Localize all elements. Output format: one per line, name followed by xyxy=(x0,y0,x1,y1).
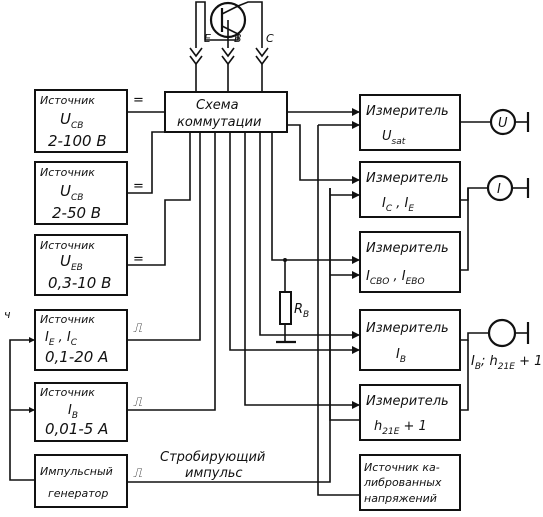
source-block-ueb: Источник UEB 0,3-10 B xyxy=(34,234,128,296)
margin-mark: ч xyxy=(4,308,11,321)
source-5-range: 0,01-5 A xyxy=(45,420,108,438)
meter-3-quantity: ICBO , IEBO xyxy=(366,269,425,287)
ammeter-icon xyxy=(460,174,530,271)
source-1-symbol: UCB xyxy=(60,110,83,131)
switch-block-line2: коммутации xyxy=(177,115,261,130)
source-4-title: Источник xyxy=(40,313,95,326)
source-block-ib: Источник IB 0,01-5 A xyxy=(34,382,128,442)
source-5-symbol: IB xyxy=(68,403,78,421)
meter-block-usat: Измеритель Usat xyxy=(359,94,461,151)
transistor-symbol xyxy=(195,1,263,48)
meter-block-ic-ie: Измеритель IC , IE xyxy=(359,161,461,218)
source-block-ucb-50: Источник UCB 2-50 B xyxy=(34,161,128,225)
calibration-source-block: Источник ка- либрованных напряжений xyxy=(359,454,461,511)
source-3-symbol: UEB xyxy=(60,252,83,273)
meter-5-quantity: h21E + 1 xyxy=(374,419,427,437)
calibration-line2: либрованных xyxy=(363,476,442,489)
terminal-label-e: E xyxy=(204,32,211,45)
switch-to-meter-wires xyxy=(229,108,360,409)
source-2-symbol: UCB xyxy=(60,182,83,203)
meter-1-title: Измеритель xyxy=(366,104,449,119)
source-1-range: 2-100 B xyxy=(48,132,107,150)
ib-h21-label: IB; h21E + 1 xyxy=(471,354,542,372)
meter-5-title: Измеритель xyxy=(366,394,449,409)
switch-block-line1: Схема xyxy=(196,98,239,113)
meter-4-quantity: IB xyxy=(396,347,406,365)
meter-3-title: Измеритель xyxy=(366,241,449,256)
ammeter-label: I xyxy=(497,182,501,197)
source-2-title: Источник xyxy=(40,166,95,179)
meter-4-title: Измеритель xyxy=(366,321,449,336)
voltmeter-label: U xyxy=(498,116,508,131)
source-block-ucb-100: Источник UCB 2-100 B xyxy=(34,89,128,153)
source-5-title: Источник xyxy=(40,386,95,399)
source-1-title: Источник xyxy=(40,94,95,107)
source-4-signal: ⎍ xyxy=(133,321,142,336)
switch-block: Схема коммутации xyxy=(164,91,288,133)
terminal-connectors xyxy=(189,47,269,92)
meter-block-ib: Измеритель IB xyxy=(359,309,461,371)
calibration-feedback-wires xyxy=(317,121,360,496)
voltmeter-icon xyxy=(460,108,530,136)
source-block-ie-ic: Источник IE , IC 0,1-20 A xyxy=(34,309,128,371)
meter-2-title: Измеритель xyxy=(366,171,449,186)
resistor-rb xyxy=(276,258,296,344)
source-4-symbol: IE , IC xyxy=(45,330,78,348)
pulse-generator-block: Импульсный генератор xyxy=(34,454,128,508)
calibration-line3: напряжений xyxy=(364,492,437,505)
source-2-signal: = xyxy=(133,179,144,194)
generator-line2: генератор xyxy=(48,487,108,500)
source-wires xyxy=(127,111,216,411)
terminal-label-b: B xyxy=(234,32,242,45)
generator-signal: ⎍ xyxy=(133,466,142,481)
source-1-signal: = xyxy=(133,93,144,108)
meter-2-quantity: IC , IE xyxy=(382,196,414,214)
strobe-label-line1: Стробирующий xyxy=(160,450,265,465)
meter-1-quantity: Usat xyxy=(382,129,406,147)
source-3-signal: = xyxy=(133,252,144,267)
ib-h21-indicator-icon xyxy=(460,318,530,411)
resistor-label: RB xyxy=(294,302,309,320)
meter-block-h21e: Измеритель h21E + 1 xyxy=(359,384,461,441)
strobe-label-line2: импульс xyxy=(185,466,243,481)
source-2-range: 2-50 B xyxy=(52,204,101,222)
meter-block-icbo-iebo: Измеритель ICBO , IEBO xyxy=(359,231,461,293)
generator-line1: Импульсный xyxy=(40,465,113,478)
calibration-line1: Источник ка- xyxy=(364,461,440,474)
source-3-title: Источник xyxy=(40,239,95,252)
source-5-signal: ⎍ xyxy=(133,395,142,410)
generator-feedback-wires xyxy=(9,337,35,481)
source-4-range: 0,1-20 A xyxy=(45,348,108,366)
source-3-range: 0,3-10 B xyxy=(48,274,111,292)
terminal-label-c: C xyxy=(266,32,274,45)
